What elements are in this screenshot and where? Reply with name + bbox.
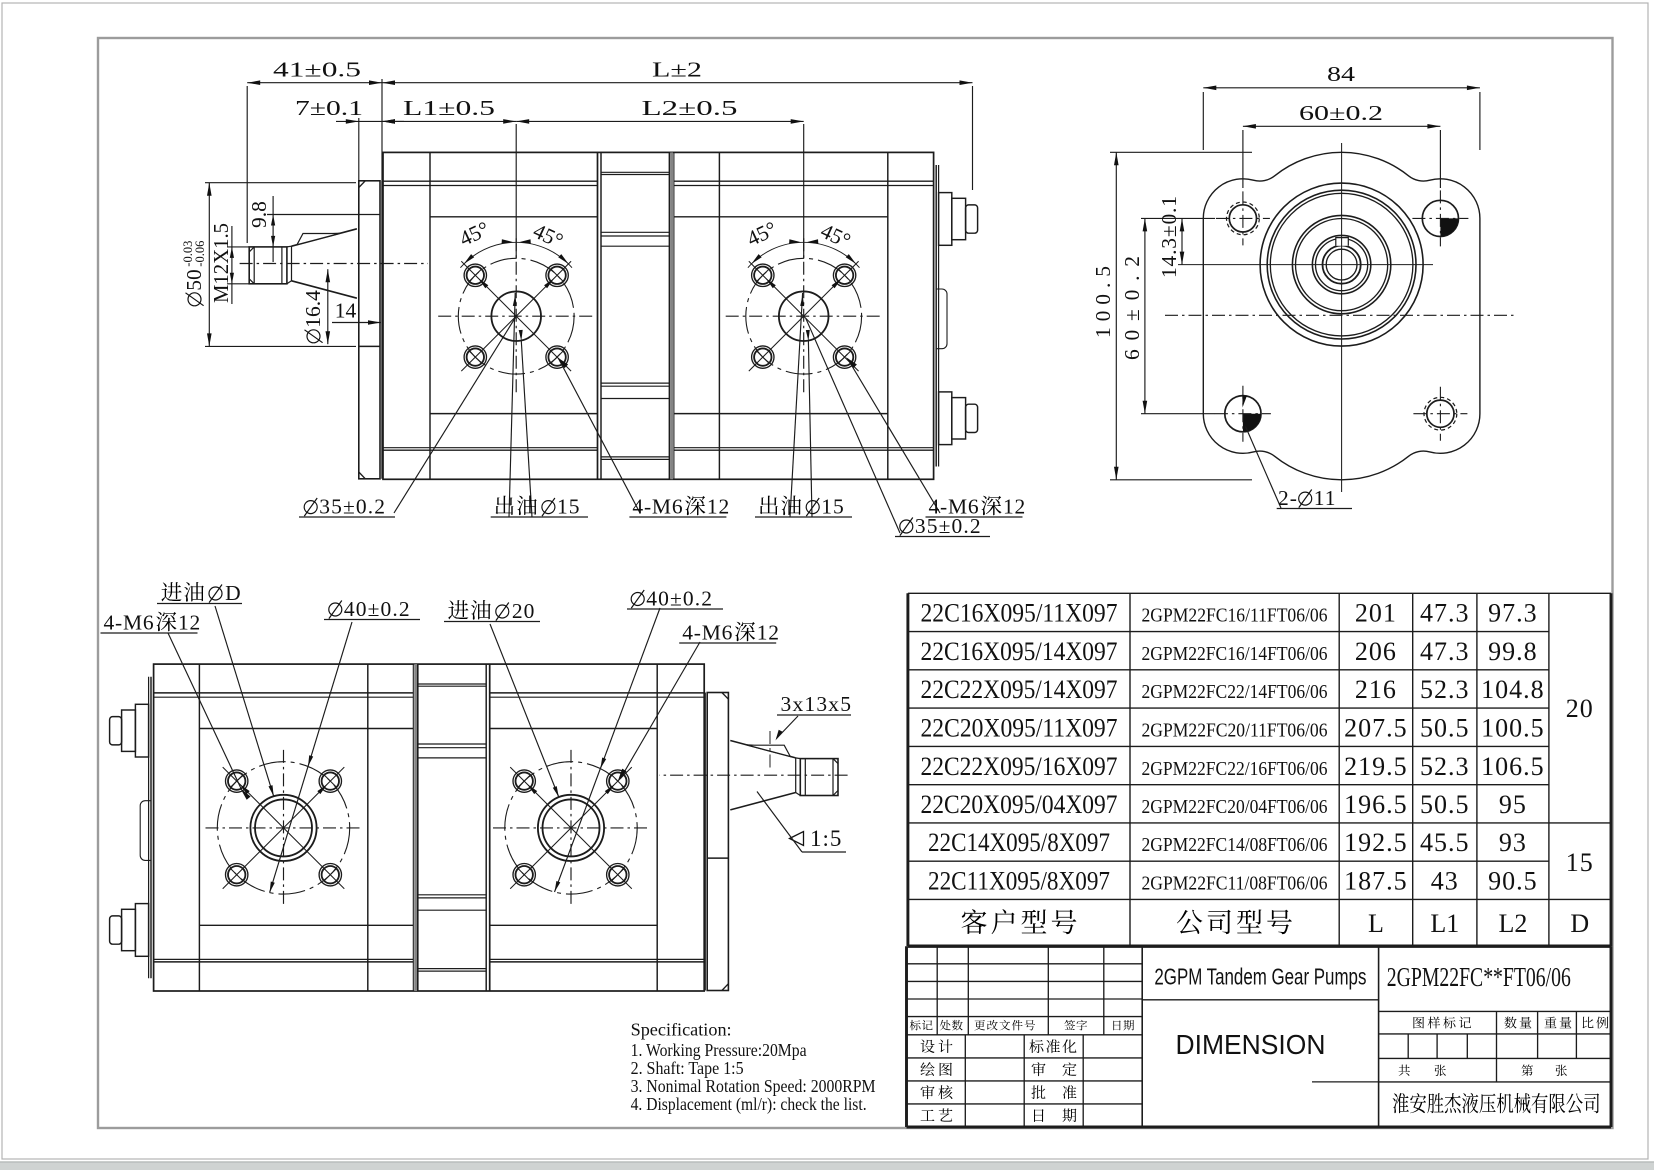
svg-text:1. Working Pressure:20Mpa: 1. Working Pressure:20Mpa bbox=[631, 1040, 807, 1060]
svg-text:99.8: 99.8 bbox=[1488, 637, 1538, 666]
svg-text:219.5: 219.5 bbox=[1344, 752, 1408, 781]
svg-text:2GPM22FC22/14FT06/06: 2GPM22FC22/14FT06/06 bbox=[1142, 682, 1328, 703]
svg-text:2GPM22FC**FT06/06: 2GPM22FC**FT06/06 bbox=[1387, 962, 1571, 992]
svg-text:L1: L1 bbox=[1430, 909, 1459, 938]
svg-text:104.8: 104.8 bbox=[1481, 675, 1545, 704]
svg-text:15: 15 bbox=[821, 495, 845, 519]
svg-text:DIMENSION: DIMENSION bbox=[1176, 1029, 1326, 1060]
svg-text:106.5: 106.5 bbox=[1481, 752, 1545, 781]
svg-text:97.3: 97.3 bbox=[1488, 599, 1538, 628]
svg-text:90.5: 90.5 bbox=[1488, 867, 1538, 896]
svg-text:2GPM22FC14/08FT06/06: 2GPM22FC14/08FT06/06 bbox=[1142, 835, 1328, 856]
svg-text:4. Displacement (ml/r): check: 4. Displacement (ml/r): check the list. bbox=[631, 1094, 867, 1115]
svg-text:196.5: 196.5 bbox=[1344, 790, 1408, 819]
svg-text:2. Shaft: Tape 1:5: 2. Shaft: Tape 1:5 bbox=[631, 1058, 744, 1078]
svg-text:22C16X095/14X097: 22C16X095/14X097 bbox=[921, 637, 1118, 666]
svg-text:15: 15 bbox=[1566, 848, 1594, 877]
svg-text:192.5: 192.5 bbox=[1344, 828, 1408, 857]
svg-text:40±0.2: 40±0.2 bbox=[646, 587, 713, 611]
svg-text:9.8: 9.8 bbox=[247, 201, 271, 228]
svg-text:4-M6: 4-M6 bbox=[632, 495, 683, 519]
svg-text:14.3±0.1: 14.3±0.1 bbox=[1157, 196, 1181, 278]
svg-text:2GPM22FC20/04FT06/06: 2GPM22FC20/04FT06/06 bbox=[1142, 797, 1328, 818]
svg-text:2GPM22FC22/16FT06/06: 2GPM22FC22/16FT06/06 bbox=[1142, 759, 1328, 780]
svg-text:M12X1.5: M12X1.5 bbox=[209, 223, 233, 303]
svg-text:22C14X095/8X097: 22C14X095/8X097 bbox=[928, 828, 1110, 857]
svg-text:22C22X095/14X097: 22C22X095/14X097 bbox=[921, 675, 1118, 704]
svg-text:40±0.2: 40±0.2 bbox=[344, 597, 411, 621]
svg-text:50.5: 50.5 bbox=[1420, 790, 1470, 819]
svg-text:D: D bbox=[1570, 909, 1589, 938]
svg-text:47.3: 47.3 bbox=[1420, 599, 1470, 628]
svg-text:2GPM22FC16/14FT06/06: 2GPM22FC16/14FT06/06 bbox=[1142, 644, 1328, 665]
svg-text:35±0.2: 35±0.2 bbox=[319, 495, 386, 519]
svg-text:14: 14 bbox=[335, 299, 357, 323]
svg-text:41±0.5: 41±0.5 bbox=[273, 58, 361, 82]
svg-text:93: 93 bbox=[1499, 828, 1527, 857]
svg-text:L2±0.5: L2±0.5 bbox=[642, 96, 738, 120]
svg-text:22C20X095/11X097: 22C20X095/11X097 bbox=[921, 714, 1118, 743]
svg-text:52.3: 52.3 bbox=[1420, 752, 1470, 781]
svg-text:-0.03: -0.03 bbox=[181, 241, 195, 267]
svg-text:L: L bbox=[1368, 909, 1384, 938]
svg-text:L1±0.5: L1±0.5 bbox=[403, 96, 495, 120]
svg-text:22C16X095/11X097: 22C16X095/11X097 bbox=[921, 599, 1118, 628]
svg-text:11: 11 bbox=[1314, 486, 1337, 510]
svg-text:2GPM Tandem Gear Pumps: 2GPM Tandem Gear Pumps bbox=[1154, 964, 1366, 990]
svg-text:12: 12 bbox=[178, 611, 201, 635]
svg-text:201: 201 bbox=[1355, 599, 1397, 628]
svg-text:12: 12 bbox=[707, 495, 730, 519]
svg-text:2GPM22FC16/11FT06/06: 2GPM22FC16/11FT06/06 bbox=[1142, 606, 1328, 627]
svg-text:84: 84 bbox=[1327, 62, 1355, 86]
svg-text:2GPM22FC20/11FT06/06: 2GPM22FC20/11FT06/06 bbox=[1142, 721, 1328, 742]
svg-text:45.5: 45.5 bbox=[1420, 828, 1470, 857]
svg-text:-0.06: -0.06 bbox=[193, 241, 207, 267]
svg-text:16.4: 16.4 bbox=[301, 290, 325, 328]
svg-text:3. Nonimal Rotation Speed: 200: 3. Nonimal Rotation Speed: 2000RPM bbox=[631, 1076, 876, 1096]
svg-text:D: D bbox=[225, 581, 241, 605]
svg-text:1:5: 1:5 bbox=[810, 826, 842, 851]
svg-text:22C20X095/04X097: 22C20X095/04X097 bbox=[921, 790, 1118, 819]
svg-text:4-M6: 4-M6 bbox=[104, 611, 155, 635]
svg-text:15: 15 bbox=[557, 495, 581, 519]
svg-text:7±0.1: 7±0.1 bbox=[295, 96, 363, 120]
svg-text:95: 95 bbox=[1499, 790, 1527, 819]
svg-text:187.5: 187.5 bbox=[1344, 867, 1408, 896]
svg-text:35±0.2: 35±0.2 bbox=[915, 514, 982, 538]
svg-text:216: 216 bbox=[1355, 675, 1397, 704]
svg-text:206: 206 bbox=[1355, 637, 1397, 666]
svg-text:L±2: L±2 bbox=[652, 58, 702, 82]
svg-text:12: 12 bbox=[1003, 495, 1026, 519]
svg-text:L2: L2 bbox=[1498, 909, 1527, 938]
svg-text:20: 20 bbox=[1566, 694, 1594, 723]
svg-text:60±0.2: 60±0.2 bbox=[1299, 101, 1383, 125]
svg-text:Specification:: Specification: bbox=[631, 1020, 732, 1040]
svg-text:100.5: 100.5 bbox=[1481, 714, 1545, 743]
svg-text:52.3: 52.3 bbox=[1420, 675, 1470, 704]
svg-text:47.3: 47.3 bbox=[1420, 637, 1470, 666]
svg-text:20: 20 bbox=[512, 599, 536, 623]
svg-text:50.5: 50.5 bbox=[1420, 714, 1470, 743]
svg-text:12: 12 bbox=[757, 621, 780, 645]
svg-text:50: 50 bbox=[182, 269, 206, 291]
svg-text:2-: 2- bbox=[1278, 486, 1298, 510]
svg-text:2GPM22FC11/08FT06/06: 2GPM22FC11/08FT06/06 bbox=[1142, 874, 1328, 895]
svg-text:43: 43 bbox=[1431, 867, 1459, 896]
svg-text:22C11X095/8X097: 22C11X095/8X097 bbox=[928, 867, 1110, 896]
svg-text:4-M6: 4-M6 bbox=[682, 621, 733, 645]
svg-text:4-M6: 4-M6 bbox=[929, 495, 980, 519]
svg-text:207.5: 207.5 bbox=[1344, 714, 1408, 743]
svg-text:3x13x5: 3x13x5 bbox=[781, 692, 853, 716]
svg-text:22C22X095/16X097: 22C22X095/16X097 bbox=[921, 752, 1118, 781]
